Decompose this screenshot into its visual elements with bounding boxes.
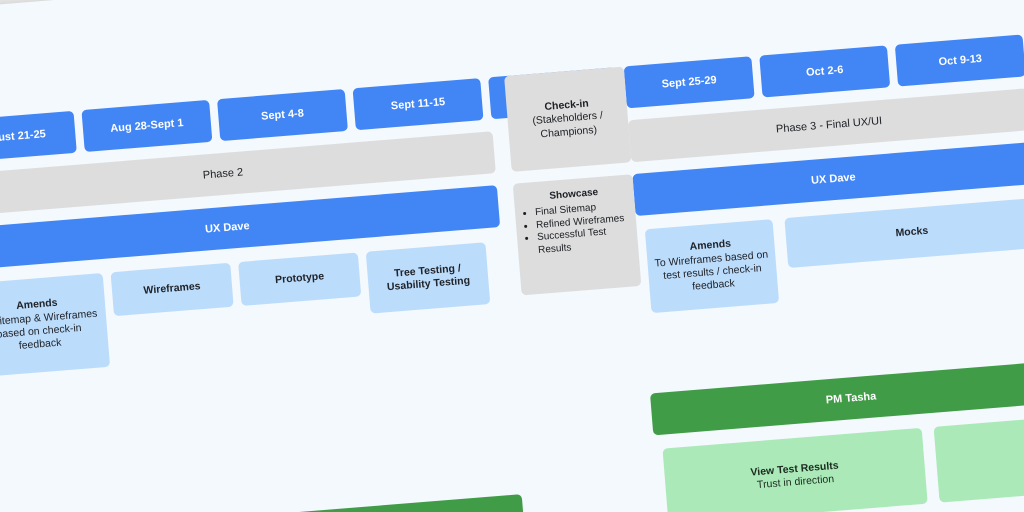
task-card-pm-right-placeholder[interactable]	[933, 417, 1024, 503]
week-header-label: Oct 2-6	[805, 63, 844, 79]
task-card-wireframes[interactable]: Wireframes	[110, 262, 234, 317]
task-card-body: (Stakeholders / Champions)	[531, 109, 604, 141]
week-header-sept-11-15[interactable]: Sept 11-15	[352, 78, 484, 131]
task-card-mocks[interactable]: Mocks	[784, 197, 1024, 268]
task-card-title: Prototype	[274, 270, 325, 287]
task-card-check-in[interactable]: Check-in (Stakeholders / Champions)	[504, 66, 632, 172]
swimlane-label: UX Dave	[204, 220, 251, 236]
task-card-title: Tree Testing / Usability Testing	[386, 261, 471, 294]
week-header-aug-28-sept-1[interactable]: Aug 28-Sept 1	[81, 99, 213, 153]
task-card-prototype[interactable]: Prototype	[238, 252, 362, 306]
task-card-title: Showcase	[548, 187, 599, 202]
week-header-label: August 21-25	[0, 128, 47, 146]
task-card-amends-sitemap[interactable]: Amends To Sitemap & Wireframes based on …	[0, 272, 111, 378]
phase-label: Phase 3 - Final UX/UI	[775, 114, 883, 136]
task-card-view-test-results[interactable]: View Test Results Trust in direction	[662, 427, 928, 512]
task-card-title: Mocks	[895, 224, 929, 240]
task-card-body: To Wireframes based on test results / ch…	[654, 248, 769, 294]
week-header-label: Oct 9-13	[938, 52, 983, 69]
task-card-amends-wireframes[interactable]: Amends To Wireframes based on test resul…	[644, 219, 780, 314]
swimlane-pm-tasha-left[interactable]: PM Tasha	[0, 494, 526, 512]
phase-label: Phase 2	[202, 166, 244, 182]
task-card-title: Wireframes	[143, 280, 201, 298]
week-header-label: Sept 4-8	[260, 107, 305, 123]
week-header-sept-25-29[interactable]: Sept 25-29	[623, 56, 755, 109]
task-card-body: To Sitemap & Wireframes based on check-i…	[0, 307, 98, 353]
week-header-august-21-25[interactable]: August 21-25	[0, 110, 77, 163]
task-card-showcase[interactable]: Showcase Final Sitemap Refined Wireframe…	[512, 174, 642, 296]
swimlane-label: PM Tasha	[825, 390, 877, 407]
week-header-oct-2-6[interactable]: Oct 2-6	[759, 45, 891, 98]
week-header-sept-4-8[interactable]: Sept 4-8	[217, 88, 348, 142]
swimlane-label: UX Dave	[810, 171, 857, 187]
week-header-label: Sept 11-15	[390, 95, 446, 113]
week-header-label: Aug 28-Sept 1	[109, 116, 184, 135]
week-header-label: Sept 25-29	[661, 74, 718, 91]
task-card-tree-testing[interactable]: Tree Testing / Usability Testing	[365, 242, 491, 314]
week-header-oct-9-13[interactable]: Oct 9-13	[894, 34, 1024, 87]
showcase-bullet-list: Final Sitemap Refined Wireframes Success…	[521, 199, 633, 259]
